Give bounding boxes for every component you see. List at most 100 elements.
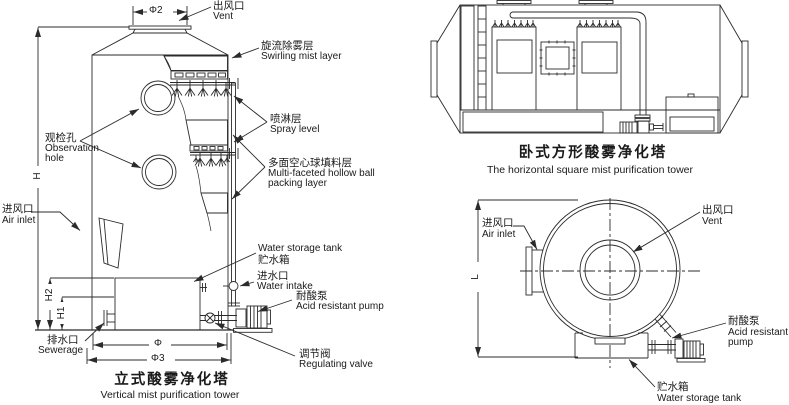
drain-flange <box>103 310 115 326</box>
ht-acid-pump <box>619 120 667 134</box>
vt-sewerage-label-cn: 排水口 <box>47 334 79 346</box>
tower-body <box>91 54 229 331</box>
water-symbols <box>462 111 604 133</box>
recirculation-pipe <box>509 11 651 122</box>
left-end <box>430 4 461 134</box>
spray-leader-1 <box>233 95 268 123</box>
packing-leader-2 <box>231 166 266 200</box>
hood <box>91 32 229 56</box>
vt-swirl-label-en: Swirling mist layer <box>261 51 342 62</box>
packing-section-1 <box>491 19 537 111</box>
ev-vent-label-cn: 出风口 <box>702 204 734 216</box>
observation-hole-2 <box>141 154 177 190</box>
vt-vent-label-cn: 出风口 <box>213 0 245 12</box>
water-intake-valve <box>228 281 239 291</box>
feed-pipe <box>223 78 240 307</box>
packing-leader-1 <box>232 134 266 168</box>
vt-swirl-label-cn: 旋流除雾层 <box>261 40 314 52</box>
vt-leaders <box>32 6 296 357</box>
dim-l <box>475 199 578 358</box>
tank-leader <box>193 252 257 282</box>
ev-dim-l: L <box>470 268 481 286</box>
vt-packing-label-cn: 多面空心球填料层 <box>268 157 352 169</box>
vt-valve-label-cn: 调节阀 <box>299 348 331 360</box>
ladder-column <box>477 5 487 111</box>
ev-pump-label-cn: 耐酸泵 <box>728 315 760 327</box>
ev-pump-label-en2: pump <box>728 337 754 348</box>
ev-tank-label-en: Water storage tank <box>657 393 742 404</box>
obs-leader-1 <box>79 108 140 142</box>
slat-band <box>170 70 228 80</box>
ev-leaders <box>513 211 727 388</box>
ev-air-inlet <box>525 246 544 296</box>
spray-leader-2 <box>233 121 268 143</box>
vt-tank-label-en: Water storage tank <box>258 243 343 254</box>
vt-packing-label-en1: Multi-faceted hollow ball <box>268 168 375 179</box>
vessel-body <box>459 4 721 134</box>
spray-header-1 <box>170 80 236 97</box>
valve-leader <box>214 322 296 357</box>
vt-pump-label-en: Acid resistant pump <box>296 301 384 312</box>
vt-observation-label-en2: hole <box>45 153 64 164</box>
vt-title-en: Vertical mist purification tower <box>100 389 240 401</box>
vt-dim-phi: Φ <box>153 338 163 349</box>
vt-dim-phi3: Φ3 <box>150 353 166 364</box>
vertical-tower-drawing <box>32 6 296 364</box>
ev-vent-leader <box>632 211 701 253</box>
packing-layer-2 <box>200 192 228 214</box>
dim-phi3 <box>86 333 232 364</box>
vt-dim-h2: H2 <box>44 284 55 306</box>
horizontal-tower-drawing <box>430 0 749 134</box>
ev-tank-label-cn: 贮水箱 <box>657 381 689 393</box>
vt-tank-label-cn: 贮水箱 <box>258 254 290 266</box>
air-inlet-duct <box>98 217 124 269</box>
ev-valve-pipe <box>654 314 677 338</box>
vt-vent-label-en: Vent <box>213 11 234 22</box>
ev-water-tank <box>574 332 649 359</box>
dim-h1 <box>59 296 114 330</box>
ht-title-cn: 卧式方形酸雾净化塔 <box>518 145 668 161</box>
vt-airinlet-label-cn: 进风口 <box>2 203 34 215</box>
ev-pump-leader <box>671 322 727 339</box>
acid-pump <box>233 305 273 333</box>
right-end <box>719 4 749 134</box>
vt-intake-label-cn: 进水口 <box>257 270 289 282</box>
vt-title-cn: 立式酸雾净化塔 <box>114 372 230 388</box>
ev-acid-pump <box>674 338 706 363</box>
swirl-leader <box>231 47 260 59</box>
obs-leader-2 <box>79 140 142 169</box>
ev-airinlet-leader <box>513 225 538 250</box>
ht-title-en: The horizontal square mist purification … <box>486 164 693 176</box>
vt-dim-h1: H1 <box>56 302 67 324</box>
vt-airinlet-label-en: Air inlet <box>2 215 36 226</box>
packing-layer-1 <box>185 119 228 146</box>
airinlet-leader <box>32 211 81 231</box>
intake-leader <box>239 280 255 287</box>
vt-valve-label-en: Regulating valve <box>299 359 373 370</box>
vent-leader <box>178 6 212 21</box>
sewerage-leader <box>84 322 105 342</box>
water-storage-tank <box>114 277 201 331</box>
top-nozzle-1 <box>496 0 532 5</box>
swirl-mist-layer <box>163 55 228 71</box>
ev-airinlet-label-cn: 进风口 <box>482 217 514 229</box>
inspection-window <box>539 40 576 76</box>
ev-suction-pipe <box>648 340 676 354</box>
ev-airinlet-label-en: Air inlet <box>482 229 516 240</box>
vt-spray-label-en: Spray level <box>270 124 320 135</box>
vt-intake-label-en: Water intake <box>257 281 313 292</box>
ev-pump-label-en1: Acid resistant <box>728 327 789 338</box>
ev-vent-label-en: Vent <box>702 216 723 227</box>
pump-leader <box>257 299 293 312</box>
packing-section-2 <box>576 19 622 111</box>
support-band <box>189 144 228 152</box>
end-view-drawing <box>475 198 727 388</box>
vt-pump-label-cn: 耐酸泵 <box>296 290 328 302</box>
vt-sewerage-label-en: Sewerage <box>38 345 84 356</box>
demister-column <box>460 5 475 111</box>
outlet-pipe <box>200 311 237 325</box>
vent-stack <box>91 25 229 56</box>
observation-hole-1 <box>140 80 176 116</box>
